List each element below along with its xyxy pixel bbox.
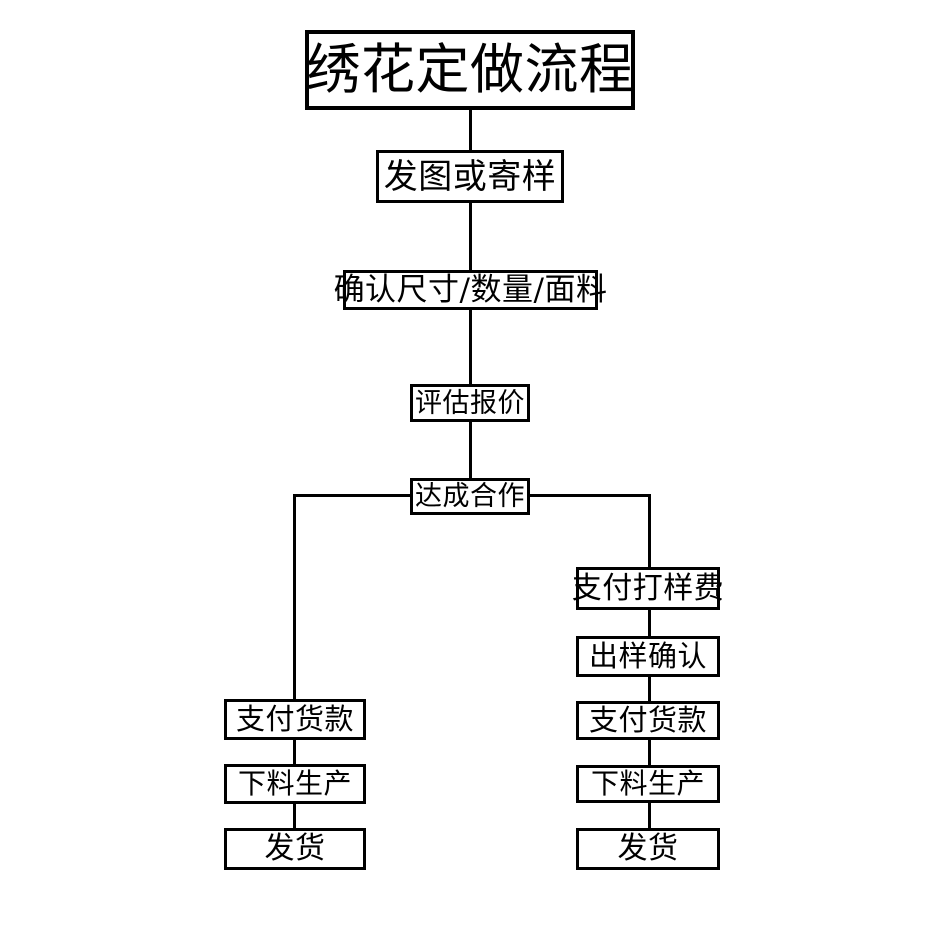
connector-right-pay-goods-to-cut-produce bbox=[648, 740, 651, 765]
node-right-cut-produce-label: 下料生产 bbox=[590, 767, 705, 800]
node-left-cut-produce[interactable]: 下料生产 bbox=[224, 764, 366, 804]
connector-left-cut-produce-to-ship bbox=[293, 803, 296, 829]
node-reach-cooperation-label: 达成合作 bbox=[415, 481, 525, 512]
node-left-ship[interactable]: 发货 bbox=[224, 828, 366, 870]
node-right-cut-produce[interactable]: 下料生产 bbox=[576, 765, 720, 803]
node-right-ship[interactable]: 发货 bbox=[576, 828, 720, 870]
connector-right-cut-produce-to-ship bbox=[648, 803, 651, 829]
connector-branch-right-vertical bbox=[648, 494, 651, 568]
connector-confirm-specs-to-evaluate-quote bbox=[469, 310, 472, 387]
connector-right-sample-confirm-to-pay-goods bbox=[648, 677, 651, 701]
node-right-sample-confirm-label: 出样确认 bbox=[588, 639, 707, 673]
connector-send-image-to-confirm-specs bbox=[469, 203, 472, 273]
connector-branch-left-horizontal bbox=[293, 494, 413, 497]
node-send-image-label: 发图或寄样 bbox=[383, 156, 557, 197]
node-right-pay-sample-fee[interactable]: 支付打样费 bbox=[572, 567, 724, 610]
node-left-pay-goods[interactable]: 支付货款 bbox=[224, 699, 366, 740]
node-right-pay-sample-fee-label: 支付打样费 bbox=[571, 570, 725, 606]
node-evaluate-quote[interactable]: 评估报价 bbox=[410, 384, 530, 422]
connector-right-pay-sample-fee-to-sample-confirm bbox=[648, 610, 651, 636]
node-right-pay-goods[interactable]: 支付货款 bbox=[576, 701, 720, 740]
connector-left-pay-goods-to-cut-produce bbox=[293, 740, 296, 765]
node-left-ship-label: 发货 bbox=[264, 831, 326, 866]
node-left-pay-goods-label: 支付货款 bbox=[235, 702, 354, 736]
node-reach-cooperation[interactable]: 达成合作 bbox=[410, 478, 530, 515]
node-title[interactable]: 绣花定做流程 bbox=[305, 30, 635, 110]
node-send-image[interactable]: 发图或寄样 bbox=[376, 150, 564, 203]
node-evaluate-quote-label: 评估报价 bbox=[415, 387, 525, 419]
node-right-sample-confirm[interactable]: 出样确认 bbox=[576, 636, 720, 677]
node-confirm-specs-label: 确认尺寸/数量/面料 bbox=[333, 271, 608, 308]
connector-title-to-send-image bbox=[469, 110, 472, 150]
connector-branch-left-vertical bbox=[293, 494, 296, 700]
node-right-pay-goods-label: 支付货款 bbox=[588, 703, 707, 737]
connector-evaluate-quote-to-reach-cooperation bbox=[469, 422, 472, 482]
node-right-ship-label: 发货 bbox=[617, 831, 679, 866]
node-confirm-specs[interactable]: 确认尺寸/数量/面料 bbox=[334, 270, 607, 310]
connector-branch-right-horizontal bbox=[527, 494, 651, 497]
node-left-cut-produce-label: 下料生产 bbox=[237, 767, 352, 800]
node-title-label: 绣花定做流程 bbox=[306, 38, 634, 101]
